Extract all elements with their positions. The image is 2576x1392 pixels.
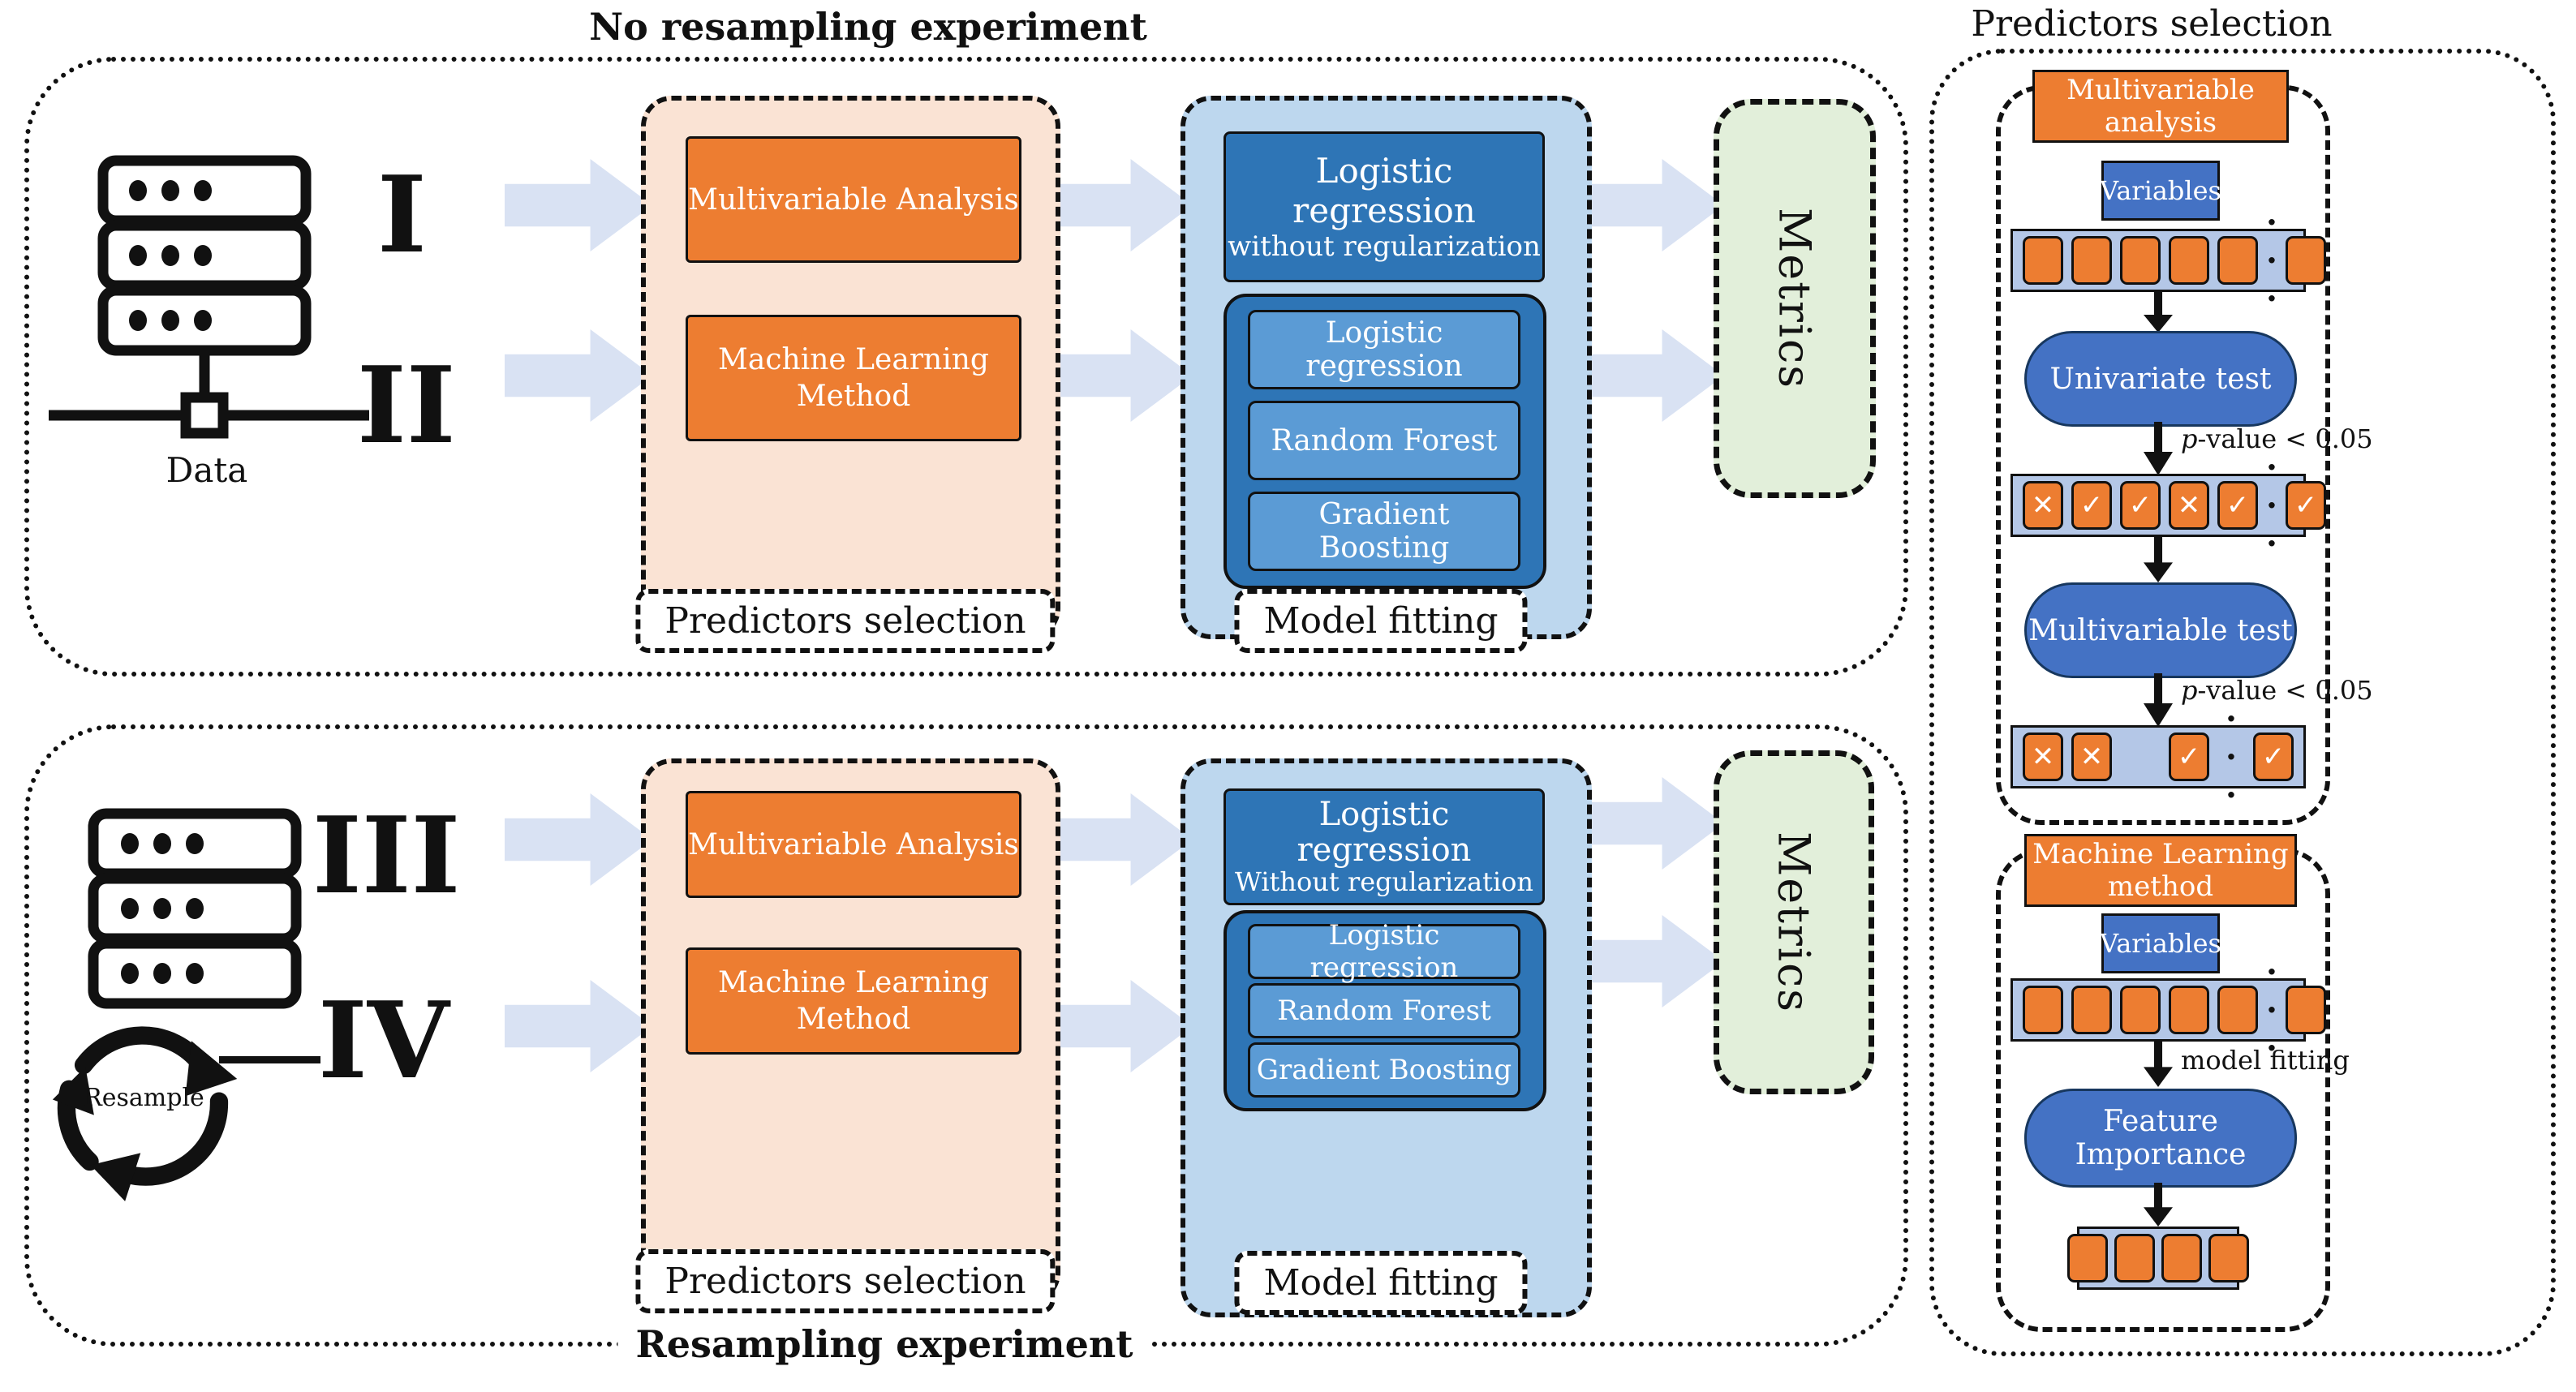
- variable-icon: [2114, 1234, 2155, 1282]
- ellipsis: · · ·: [2266, 203, 2277, 318]
- predictors-selection-label-top: Predictors selection: [635, 589, 1056, 653]
- multivariable-analysis-header: Multivariable analysis: [2032, 70, 2289, 143]
- random-forest-box-top: Random Forest: [1248, 401, 1520, 480]
- gradient-boosting-box-bottom: Gradient Boosting: [1248, 1042, 1520, 1098]
- ml-box-line1: Machine Learning: [718, 966, 989, 999]
- resampling-title: Resampling experiment: [617, 1322, 1151, 1366]
- model-fitting-annotation: model fitting: [2181, 1045, 2350, 1076]
- ellipsis: · · ·: [2226, 699, 2237, 814]
- multivariable-analysis-box-top: Multivariable Analysis: [686, 136, 1021, 263]
- p-italic: p: [2181, 423, 2198, 454]
- variables-box: Variables: [2100, 161, 2221, 221]
- rejected-variable-icon: ✕: [2169, 481, 2209, 530]
- variable-icon: [2071, 236, 2112, 285]
- logistic-regression-sub-box-bottom: Logistic regression: [1248, 919, 1520, 984]
- resample-cycle-icon: [52, 1026, 238, 1201]
- predictors-selection-detail-container: [1929, 49, 2556, 1356]
- ml-box-line2: Method: [796, 1003, 911, 1036]
- resample-label: Resample: [84, 1084, 204, 1112]
- gradient-boosting-box-top: Gradient Boosting: [1248, 492, 1520, 571]
- variable-icon: [2120, 986, 2161, 1034]
- p-value-text: -value < 0.05: [2197, 423, 2373, 454]
- metrics-text-bottom: Metrics: [1768, 831, 1820, 1013]
- model-fitting-label-top: Model fitting: [1234, 589, 1528, 653]
- variable-icon: [2120, 236, 2161, 285]
- data-label: Data: [166, 450, 248, 490]
- metrics-box-top: Metrics: [1714, 99, 1876, 498]
- variable-icon: [2169, 986, 2209, 1034]
- lr-main-line3: Without regularization: [1234, 866, 1533, 898]
- variable-icon: [2023, 236, 2063, 285]
- connector-line: [219, 1056, 320, 1063]
- selected-variable-icon: ✓: [2169, 733, 2209, 781]
- random-forest-box-bottom: Random Forest: [1248, 983, 1520, 1038]
- numeral-3: III: [312, 793, 461, 917]
- lr-main-line1: Logistic: [1318, 796, 1450, 834]
- metrics-box-bottom: Metrics: [1714, 750, 1874, 1094]
- no-resampling-container: [24, 57, 1908, 677]
- p-value-annotation: p-value < 0.05: [2181, 675, 2373, 706]
- lr-main-line2: regression: [1297, 831, 1472, 870]
- numeral-1: I: [377, 153, 427, 277]
- numeral-2: II: [357, 343, 456, 467]
- lr-main-line2: without regularization: [1228, 230, 1541, 263]
- numeral-4: IV: [318, 978, 449, 1102]
- selected-variable-icon: ✓: [2285, 481, 2326, 530]
- ellipsis: · · ·: [2266, 952, 2277, 1068]
- lr-main-line1: Logistic regression: [1292, 151, 1476, 230]
- machine-learning-method-box-bottom: Machine Learning Method: [686, 947, 1021, 1055]
- variable-icon: [2217, 986, 2258, 1034]
- rejected-variable-icon: ✕: [2071, 733, 2112, 781]
- predictors-selection-label-bottom: Predictors selection: [635, 1249, 1056, 1313]
- p-italic: p: [2181, 675, 2198, 706]
- machine-learning-header: Machine Learning method: [2024, 834, 2297, 907]
- multivariable-test-pill: Multivariable test: [2024, 582, 2297, 678]
- variables-strip: · · ·: [2010, 204, 2326, 318]
- ellipsis: · · ·: [2266, 448, 2277, 563]
- selected-features-strip: [2067, 1227, 2249, 1290]
- selected-variable-icon: ✓: [2071, 481, 2112, 530]
- no-resampling-title: No resampling experiment: [571, 5, 1165, 49]
- model-fitting-label-bottom: Model fitting: [1234, 1251, 1528, 1315]
- rejected-variable-icon: ✕: [2023, 733, 2063, 781]
- univariate-test-pill: Univariate test: [2024, 331, 2297, 427]
- p-value-annotation: p-value < 0.05: [2181, 423, 2373, 454]
- univariate-result-strip: ✕✓✓✕✓· · ·✓: [2010, 449, 2326, 563]
- logistic-regression-sub-box-top: Logistic regression: [1248, 310, 1520, 389]
- multivariable-analysis-box-bottom: Multivariable Analysis: [686, 791, 1021, 898]
- variable-icon: [2217, 236, 2258, 285]
- logistic-regression-main-box-top: Logistic regression without regularizati…: [1223, 131, 1545, 282]
- variables-strip: · · ·: [2010, 953, 2326, 1068]
- selected-variable-icon: ✓: [2217, 481, 2258, 530]
- variable-icon: [2169, 236, 2209, 285]
- database-icon: [88, 808, 302, 1009]
- machine-learning-method-box-top: Machine Learning Method: [686, 315, 1021, 441]
- selected-variable-icon: ✓: [2253, 733, 2294, 781]
- rejected-variable-icon: ✕: [2023, 481, 2063, 530]
- variables-box: Variables: [2100, 913, 2221, 973]
- feature-importance-pill: Feature Importance: [2024, 1089, 2297, 1188]
- variable-icon: [2161, 1234, 2202, 1282]
- predictors-selection-detail-title: Predictors selection: [1956, 3, 2347, 45]
- database-icon: [49, 155, 369, 439]
- multivariable-result-strip: ✕✕ ✓ · · · ✓: [2010, 700, 2306, 814]
- ml-box-line1: Machine Learning: [718, 343, 989, 376]
- logistic-regression-main-box-bottom: Logistic regression Without regularizati…: [1223, 788, 1545, 905]
- variable-icon: [2285, 236, 2326, 285]
- p-value-text: -value < 0.05: [2197, 675, 2373, 706]
- metrics-text-top: Metrics: [1769, 208, 1821, 389]
- variable-icon: [2071, 986, 2112, 1034]
- ml-box-line2: Method: [796, 380, 911, 413]
- variable-icon: [2208, 1234, 2249, 1282]
- variable-icon: [2023, 986, 2063, 1034]
- variable-icon: [2285, 986, 2326, 1034]
- selected-variable-icon: ✓: [2120, 481, 2161, 530]
- variable-icon: [2067, 1234, 2108, 1282]
